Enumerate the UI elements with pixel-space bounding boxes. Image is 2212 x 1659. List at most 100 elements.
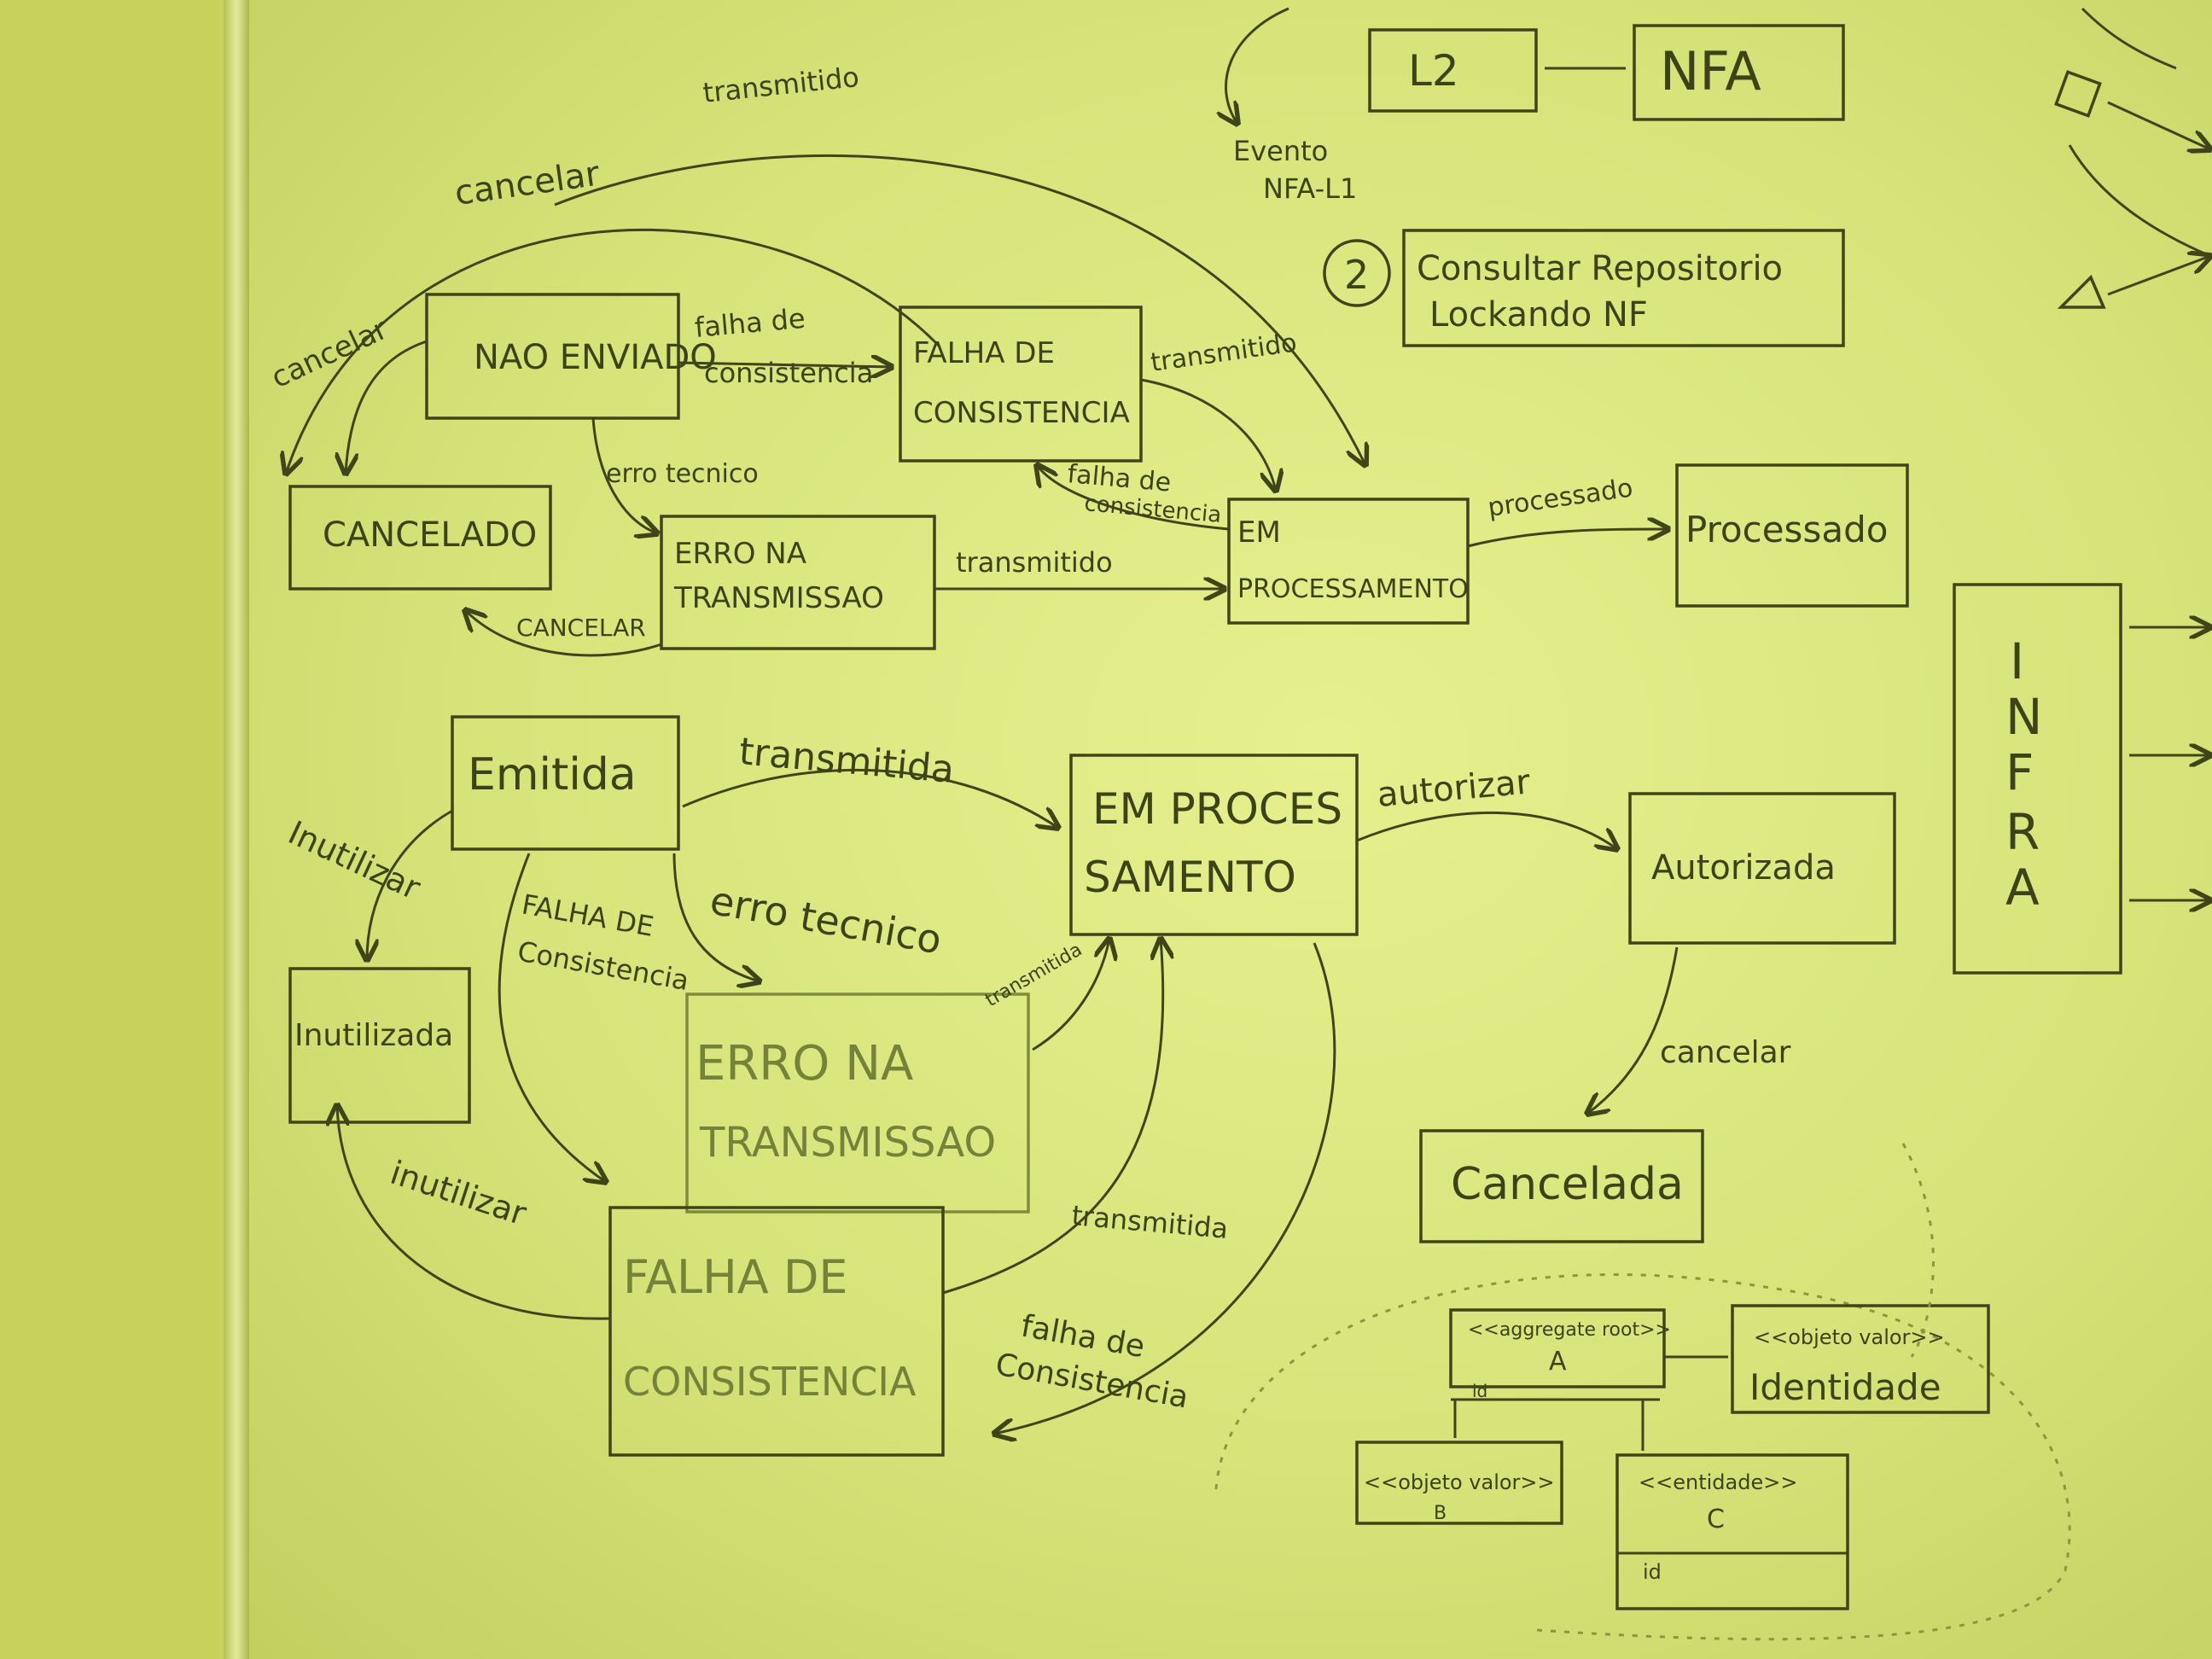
entity-c-stereotype: <<entidade>> — [1639, 1470, 1797, 1494]
label-transmitida: transmitida — [737, 730, 956, 792]
aggregate-a-field: id — [1472, 1381, 1487, 1401]
state-erro-transmissao-line2: TRANSMISSAO — [673, 581, 884, 615]
label-transmitido-right: transmitido — [1149, 328, 1298, 378]
state-falha-consistencia-box — [899, 306, 1143, 463]
evento-line1: Evento — [1233, 135, 1328, 167]
label-cancelar: cancelar — [1660, 1035, 1791, 1070]
ddd-class-diagram: <<aggregate root>> A id <<objeto valor>>… — [1214, 1143, 2071, 1641]
state-autorizada-box — [1628, 792, 1896, 945]
entity-c-box — [1615, 1453, 1849, 1610]
state-nao-enviado-label: NAO ENVIADO — [474, 338, 717, 377]
state-falha-consistencia-box — [608, 1206, 945, 1457]
step-number: 2 — [1344, 252, 1369, 298]
l2-label: L2 — [1408, 46, 1459, 96]
entity-c-name: C — [1707, 1505, 1725, 1534]
consultar-box — [1402, 229, 1845, 347]
label-transmitido-mid: transmitido — [956, 546, 1113, 579]
label-autorizar: autorizar — [1376, 762, 1532, 815]
top-state-diagram: NAO ENVIADO FALHA DE CONSISTENCIA CANCEL… — [266, 61, 1909, 657]
label-erro-tecnico: erro tecnico — [606, 459, 759, 489]
arrow-transmitido-right — [1140, 378, 1276, 491]
label-falha-back-2: Consistencia — [992, 1347, 1190, 1415]
label-falha-consistencia-2: consistencia — [704, 357, 873, 389]
state-erro-transmissao-box — [660, 515, 936, 650]
consultar-line1: Consultar Repositorio — [1417, 249, 1783, 288]
infra-box — [1953, 583, 2122, 975]
arrow-falha-back — [1037, 465, 1230, 531]
evento-line2: NFA-L1 — [1263, 172, 1357, 205]
object-b-stereotype: <<objeto valor>> — [1364, 1470, 1555, 1494]
top-right-notes: L2 NFA Evento NFA-L1 2 Consultar Reposit… — [1226, 7, 2211, 975]
state-em-processamento-box — [1069, 754, 1359, 936]
infra-letter-3: F — [2005, 743, 2034, 801]
state-erro-transmissao-line2: TRANSMISSAO — [699, 1119, 996, 1167]
nfa-box — [1633, 24, 1845, 121]
arrow-cancelar-bottom — [465, 610, 662, 657]
infra-letter-2: N — [2005, 688, 2042, 746]
infra-letter-5: A — [2005, 859, 2040, 917]
arrow-erro-tecnico — [591, 417, 657, 533]
state-processado-label: Processado — [1685, 509, 1888, 550]
arrow-falha-back — [994, 942, 1336, 1434]
label-inutilizar-bottom: inutilizar — [386, 1154, 531, 1233]
wall — [0, 0, 224, 1659]
label-falha-back-2: consistencia — [1083, 491, 1222, 528]
aggregate-a-divider — [1451, 1385, 1660, 1401]
label-cancelar-bottom: CANCELAR — [516, 614, 646, 642]
arrow-transmitida-lower — [942, 939, 1163, 1295]
state-nao-enviado-box — [425, 293, 680, 420]
state-em-processamento-line2: SAMENTO — [1084, 853, 1296, 902]
state-emitida-label: Emitida — [468, 749, 637, 800]
label-falha-consistencia-2: Consistencia — [515, 934, 692, 997]
object-b-name: B — [1434, 1503, 1447, 1524]
arrow-autorizar — [1356, 811, 1617, 849]
sketch-square — [2054, 70, 2102, 118]
label-transmitida-small: transmitida — [982, 939, 1086, 1011]
arrow-cancelar-top — [286, 229, 940, 474]
infra-letter-4: R — [2005, 803, 2040, 861]
whiteboard-frame — [224, 0, 249, 1659]
value-object-stereotype: <<objeto valor>> — [1754, 1325, 1945, 1349]
label-cancelar-top: cancelar — [452, 154, 602, 213]
label-falha-back-1: falha de — [1066, 459, 1172, 498]
sketch-line-2 — [2068, 144, 2211, 258]
arrow-evento — [1226, 7, 1289, 124]
label-erro-tecnico: erro tecnico — [707, 877, 945, 963]
sketch-arrow-2 — [2107, 256, 2210, 296]
arrow-inutilizar-top — [367, 809, 453, 960]
arrow-processado — [1467, 529, 1668, 548]
state-emitida-box — [451, 715, 680, 851]
state-falha-consistencia-line2: CONSISTENCIA — [913, 396, 1130, 430]
state-autorizada-label: Autorizada — [1651, 848, 1836, 888]
value-object-name: Identidade — [1749, 1366, 1941, 1408]
state-cancelado-box — [288, 485, 552, 591]
entity-c-field: id — [1643, 1560, 1662, 1584]
arrow-inutilizar-bottom — [337, 1105, 611, 1320]
state-erro-transmissao-line1: ERRO NA — [674, 537, 806, 571]
l2-box — [1368, 28, 1538, 113]
step-circle — [1323, 239, 1391, 307]
state-em-processamento-line1: EM — [1237, 515, 1281, 550]
state-falha-consistencia-line1: FALHA DE — [623, 1250, 848, 1304]
label-inutilizar-top: Inutilizar — [282, 813, 426, 907]
arrow-cancelar-left — [346, 340, 428, 474]
aggregate-a-stereotype: <<aggregate root>> — [1468, 1319, 1671, 1341]
arrow-erro-tecnico — [672, 853, 760, 981]
object-b-box — [1355, 1441, 1563, 1525]
arrow-cancelar — [1587, 946, 1679, 1114]
label-transmitido-top: transmitido — [701, 61, 861, 109]
label-processado: processado — [1486, 473, 1634, 522]
arrow-transmitida-small — [1032, 939, 1109, 1051]
state-processado-box — [1675, 463, 1909, 608]
whiteboard — [249, 0, 2212, 1659]
sketch-triangle — [2057, 274, 2106, 309]
consultar-line2: Lockando NF — [1429, 295, 1648, 335]
state-cancelada-box — [1419, 1129, 1704, 1243]
state-cancelada-label: Cancelada — [1451, 1159, 1684, 1210]
ddd-sketch-line — [1901, 1143, 1935, 1358]
infra-letter-1: I — [2010, 632, 2024, 690]
state-falha-consistencia-line2: CONSISTENCIA — [623, 1359, 917, 1405]
nfa-label: NFA — [1660, 40, 1761, 102]
value-object-identidade-box — [1731, 1304, 1990, 1414]
state-cancelado-label: CANCELADO — [323, 515, 537, 555]
